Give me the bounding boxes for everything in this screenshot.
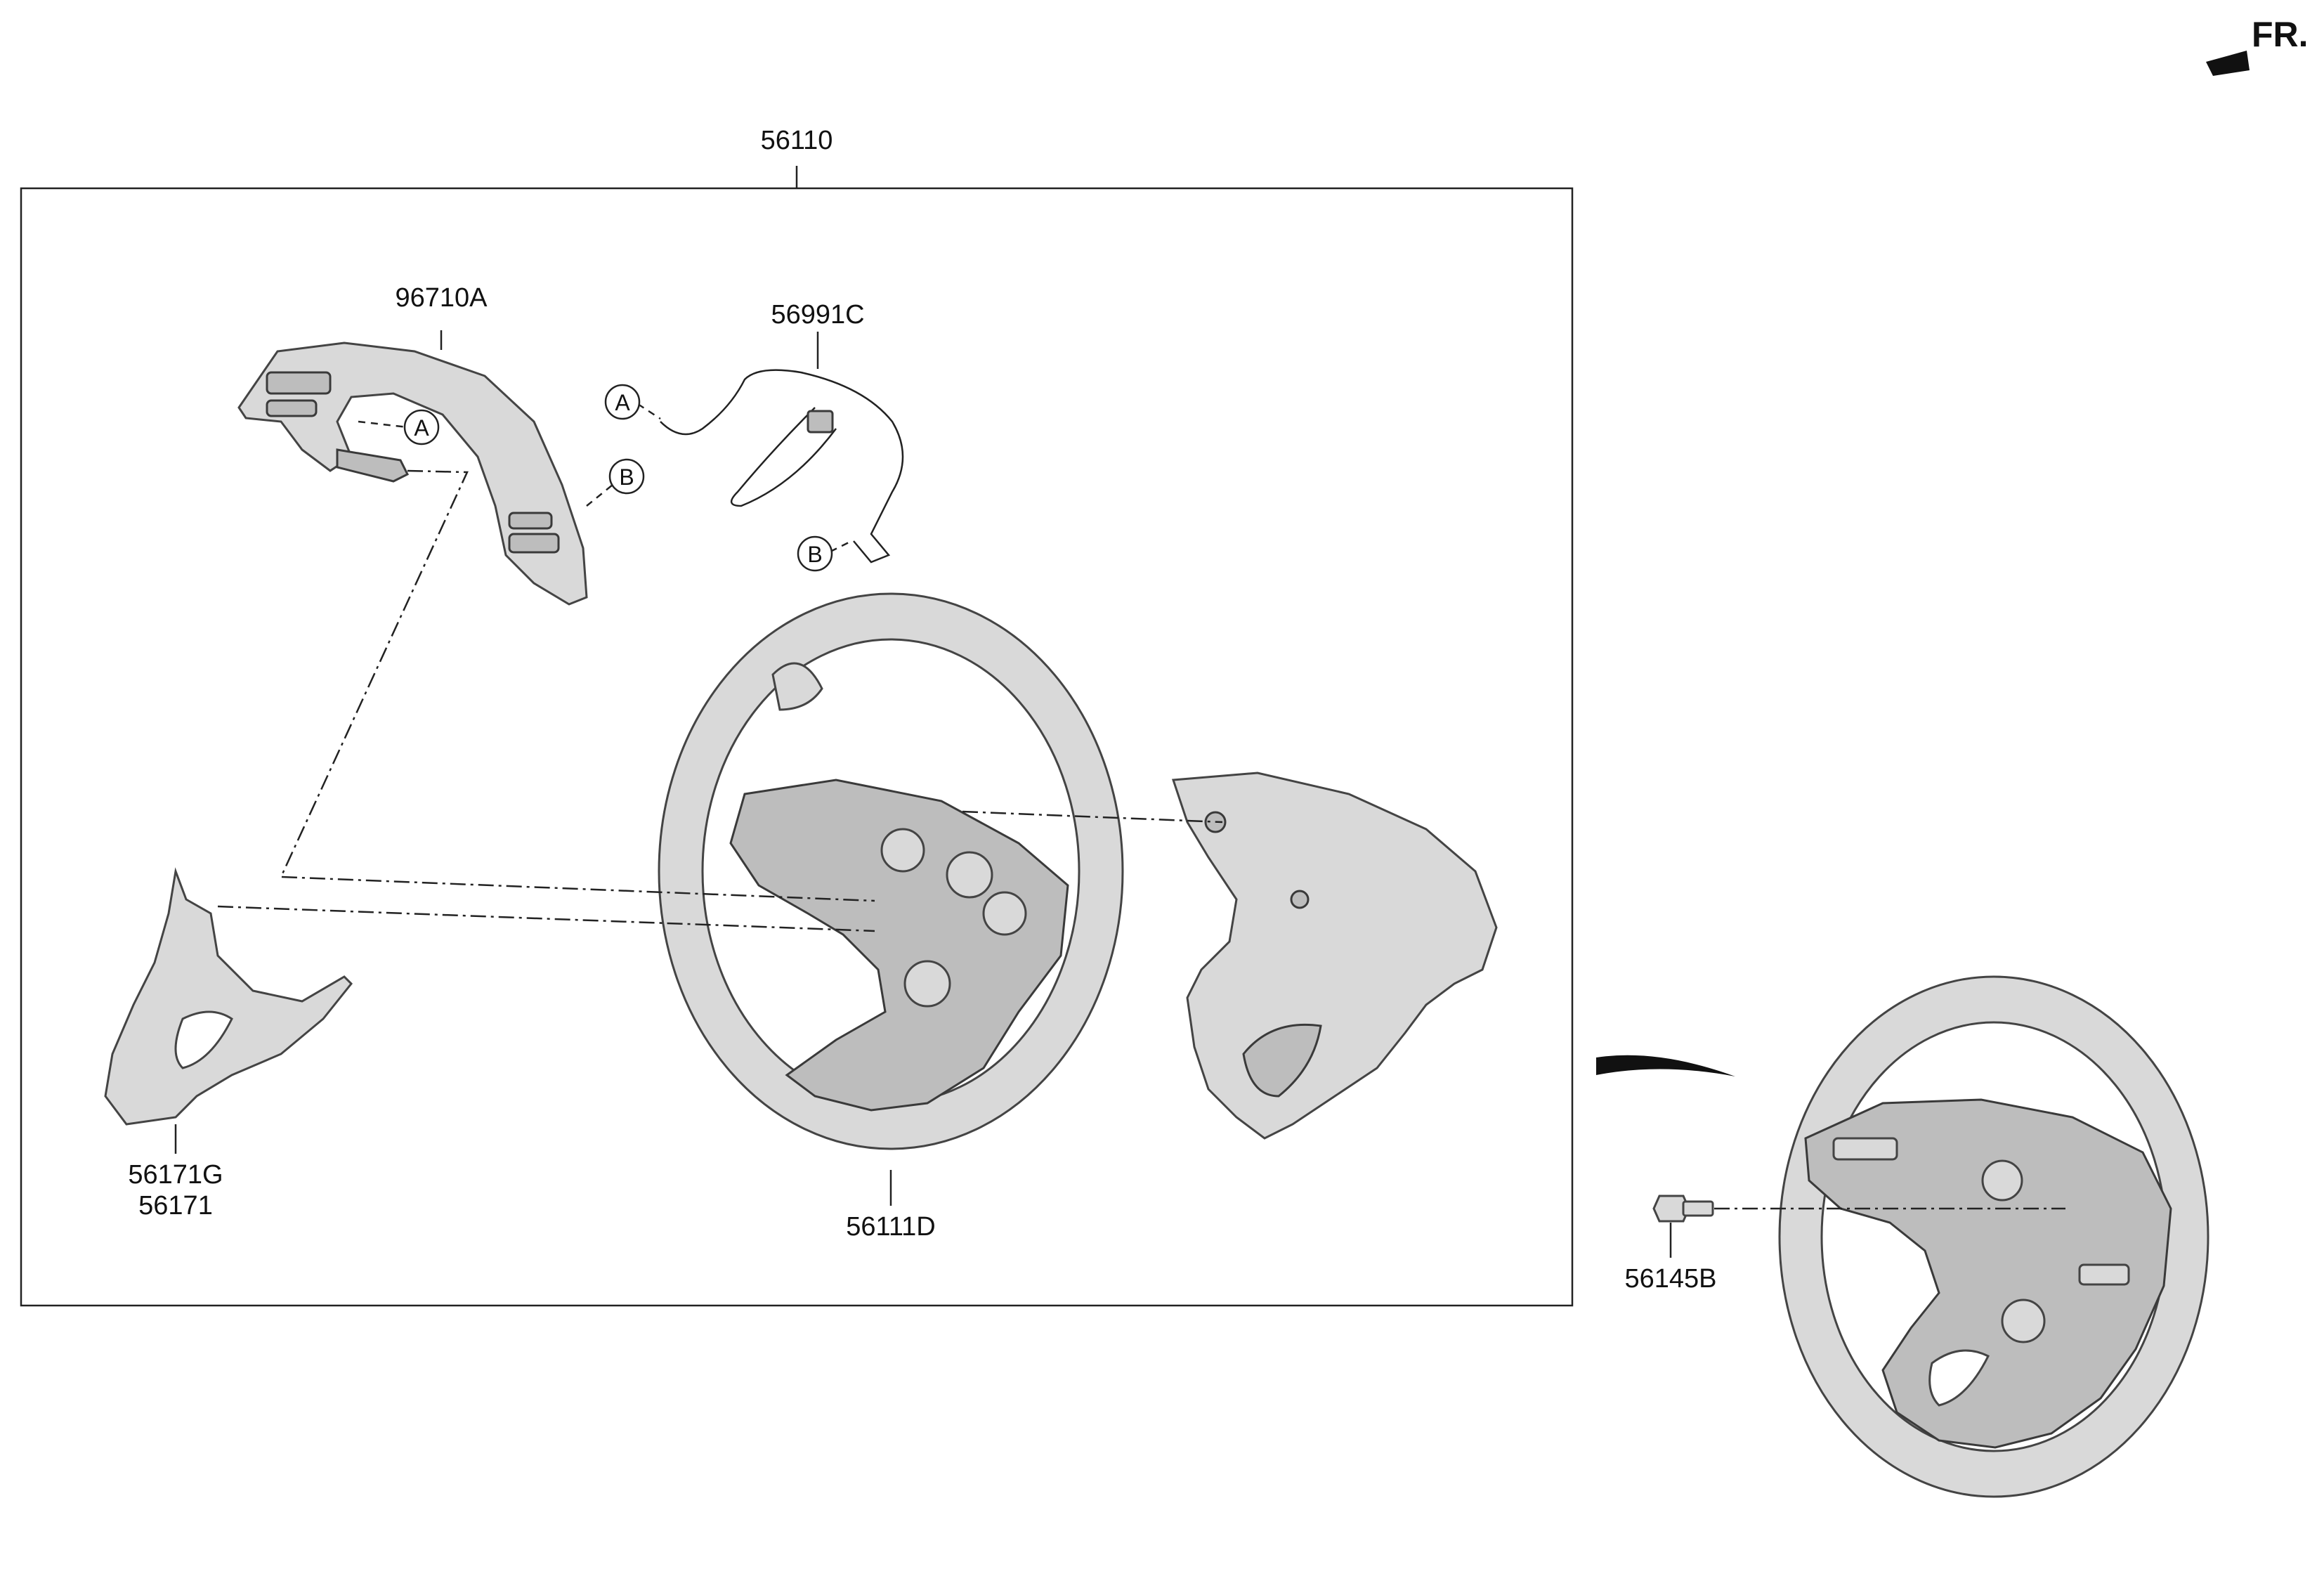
front-orientation-marker: FR. xyxy=(2206,15,2309,76)
steering-wheel-body-label: 56111D xyxy=(846,1212,935,1242)
wiring-harness-part: 56991C A B xyxy=(604,300,904,572)
wiring-harness-label: 56991C xyxy=(771,300,864,330)
assembly-box: 56110 xyxy=(20,126,1574,1307)
connector-b-callout-harness: B xyxy=(807,542,822,567)
assembly-leader-lines xyxy=(217,469,1223,932)
lower-cover-part: 56171G 56171 xyxy=(104,867,353,1221)
assembly-transition-arrow-icon xyxy=(1596,1055,1735,1076)
bolt-label: 56145B xyxy=(1624,1264,1716,1294)
switch-assembly-part: 96710A A B xyxy=(237,283,645,606)
switch-assembly-label: 96710A xyxy=(395,283,488,313)
bolt-part: 56145B xyxy=(1624,1195,2065,1294)
front-direction-arrow-icon xyxy=(2206,51,2250,76)
connector-b-callout-switch: B xyxy=(619,464,634,490)
steering-wheel-body-part: 56111D xyxy=(658,592,1124,1242)
lower-cover-alt-label: 56171 xyxy=(138,1191,213,1221)
rear-cover-part xyxy=(1171,772,1498,1140)
lower-cover-primary-label: 56171G xyxy=(128,1160,223,1190)
assembled-steering-wheel xyxy=(1778,975,2209,1498)
connector-a-callout-harness: A xyxy=(615,390,630,415)
assembly-part-number: 56110 xyxy=(761,126,833,155)
front-label: FR. xyxy=(2252,15,2309,54)
connector-a-callout-switch: A xyxy=(414,415,429,441)
